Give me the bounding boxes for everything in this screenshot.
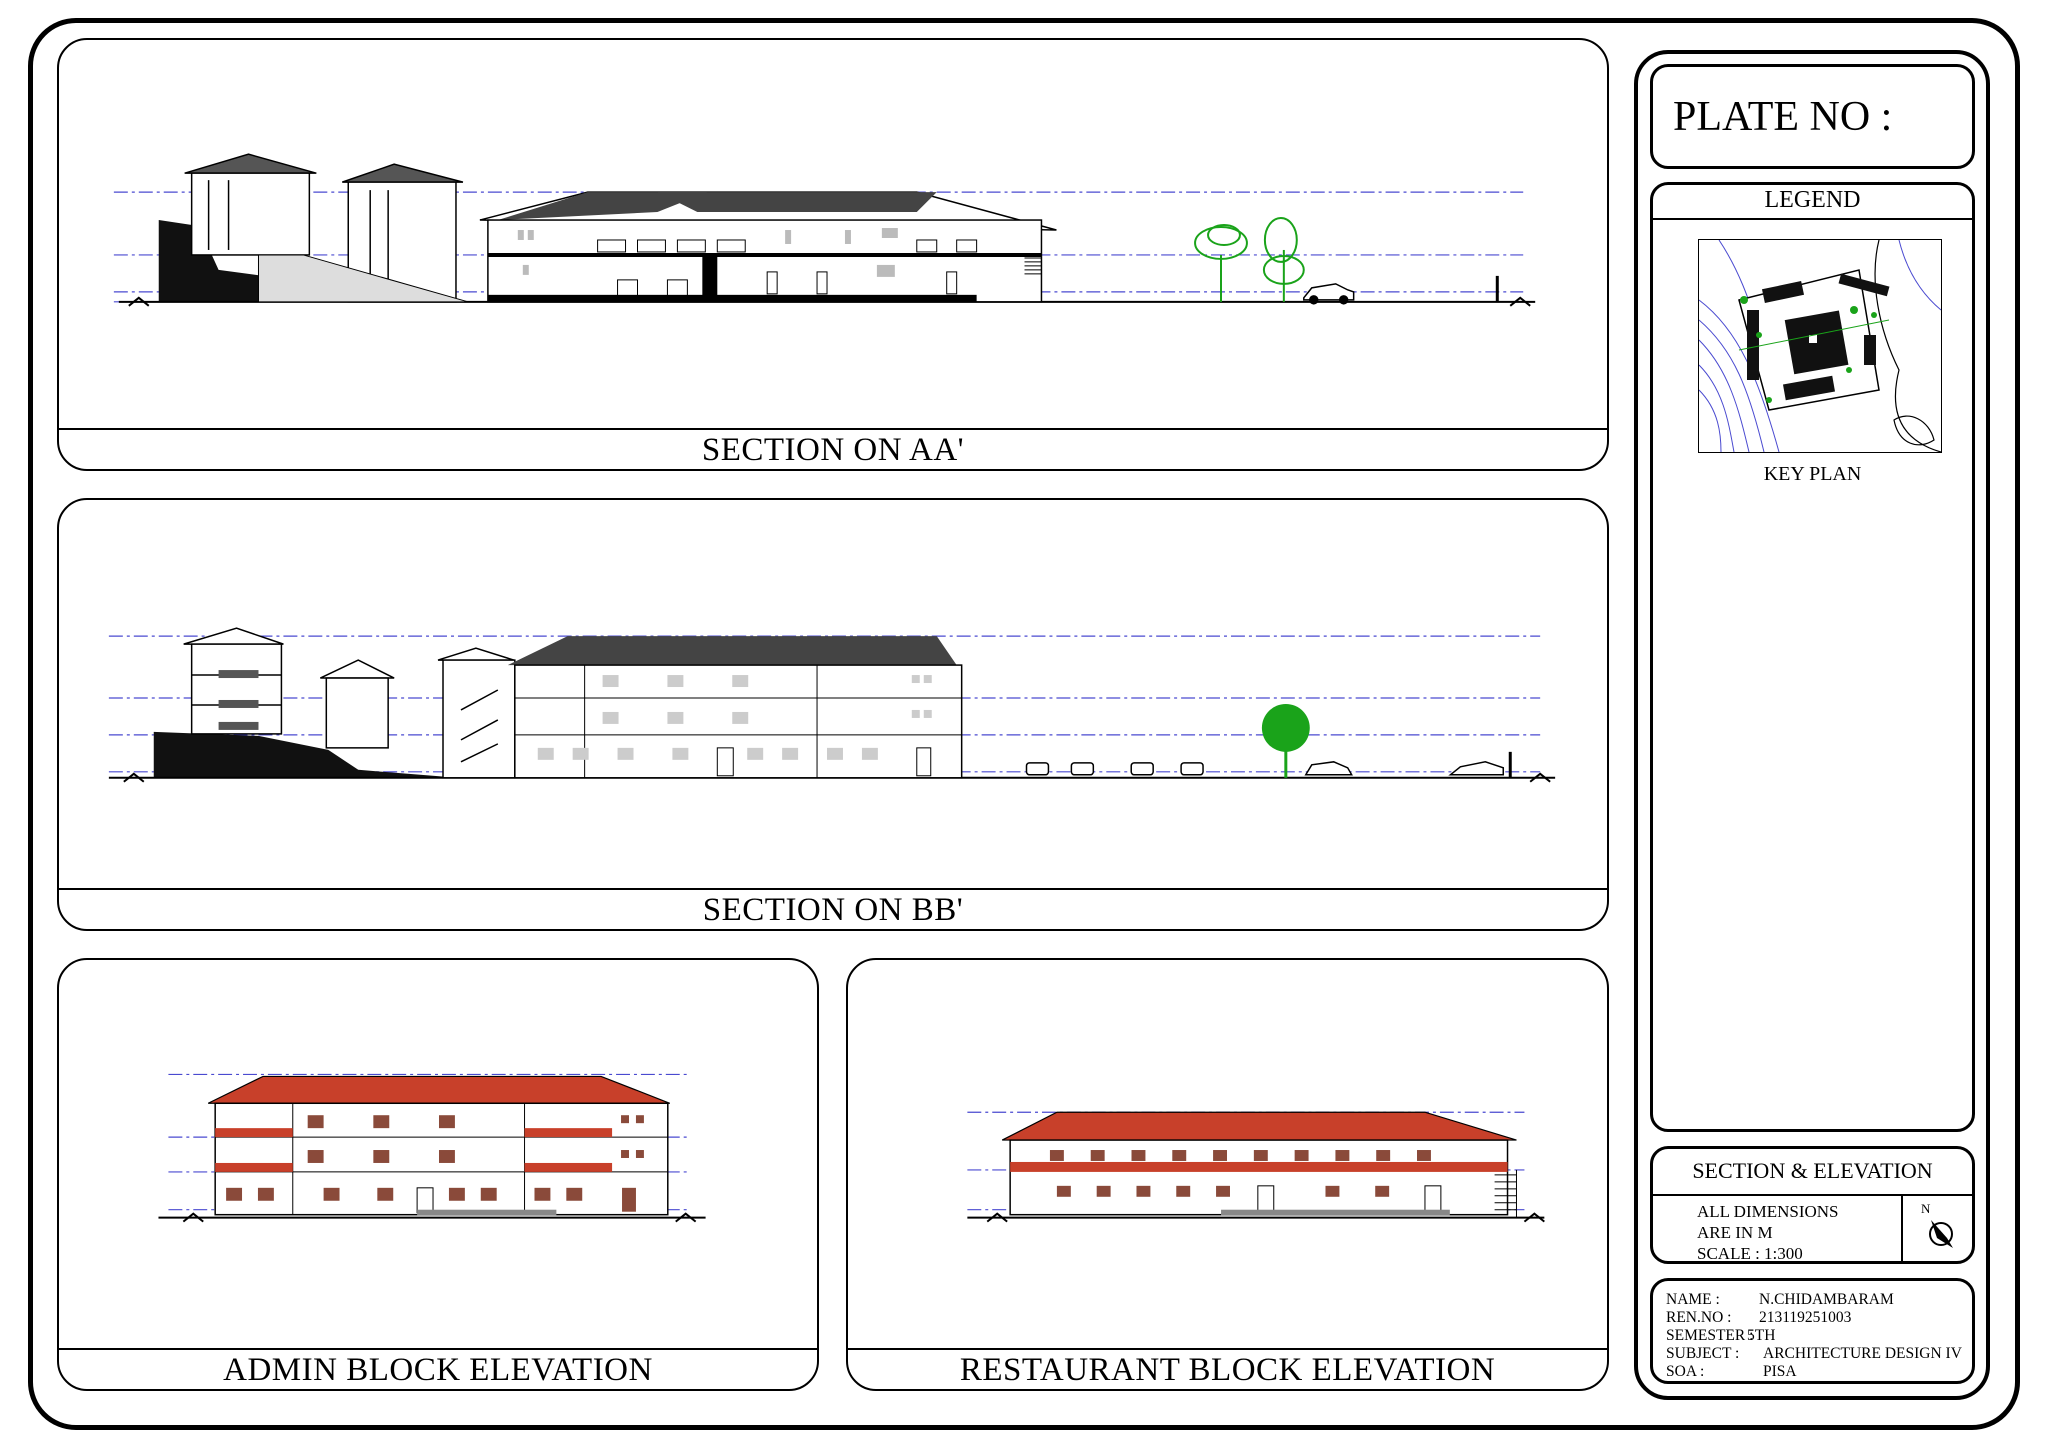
soa-label: SOA : [1666,1363,1705,1380]
section-aa-caption-divider [59,428,1607,430]
sheet-border [28,18,2020,1430]
subject-value: ARCHITECTURE DESIGN IV [1763,1345,1962,1362]
admin-elevation-drawing [158,1073,706,1223]
section-bb-title: SECTION ON BB' [702,892,964,928]
plate-number-box: PLATE NO : [1650,64,1975,169]
section-bb-panel: SECTION ON BB' [57,498,1609,931]
notes-scale: SCALE : 1:300 [1697,1244,1803,1263]
plate-number-label: PLATE NO : [1673,94,1893,140]
title-block [1634,50,1990,1400]
name-label: NAME : [1666,1291,1720,1308]
info-labels: NAME : REN.NO : SEMESTER : SUBJECT : SOA… [1666,1291,1753,1381]
soa-value: PISA [1763,1363,1797,1380]
student-info-box: NAME : REN.NO : SEMESTER : SUBJECT : SOA… [1650,1278,1975,1384]
notes-dimensions: ALL DIMENSIONS [1697,1202,1839,1221]
restaurant-elevation-panel: RESTAURANT BLOCK ELEVATION [846,958,1609,1391]
semester-value: 5TH [1747,1327,1776,1344]
admin-elevation-panel: ADMIN BLOCK ELEVATION [57,958,819,1391]
subject-label: SUBJECT : [1666,1345,1740,1362]
info-values: N.CHIDAMBARAM 213119251003 5TH ARCHITECT… [1747,1291,1962,1381]
drawing-title: SECTION & ELEVATION [1692,1158,1933,1183]
reg-label: REN.NO : [1666,1309,1732,1326]
key-plan-label: KEY PLAN [1763,463,1862,485]
legend-title: LEGEND [1764,187,1861,213]
drawing-title-divider [1653,1194,1972,1196]
notes-block: ALL DIMENSIONS ARE IN M SCALE : 1:300 [1697,1201,1839,1264]
legend-box: LEGEND KEY PLAN [1650,182,1975,1132]
drawing-title-box: SECTION & ELEVATION ALL DIMENSIONS ARE I… [1650,1146,1975,1264]
section-aa-title: SECTION ON AA' [701,432,965,468]
restaurant-caption-divider [848,1348,1607,1350]
notes-units: ARE IN M [1697,1223,1773,1242]
north-divider [1901,1194,1903,1261]
north-label: N [1921,1201,1931,1216]
section-aa-panel: SECTION ON AA' [57,38,1609,471]
name-value: N.CHIDAMBARAM [1759,1291,1894,1308]
admin-caption-divider [59,1348,817,1350]
admin-elevation-title: ADMIN BLOCK ELEVATION [223,1352,653,1388]
legend-divider [1653,218,1972,220]
reg-value: 213119251003 [1759,1309,1852,1326]
section-aa-drawing [113,153,1536,307]
restaurant-elevation-title: RESTAURANT BLOCK ELEVATION [959,1352,1496,1388]
semester-label: SEMESTER : [1666,1327,1754,1344]
section-bb-caption-divider [59,888,1607,890]
north-arrow-icon [1929,1220,1953,1248]
key-plan-map [1698,239,1942,453]
restaurant-elevation-drawing [967,1111,1545,1223]
section-bb-drawing [108,627,1556,783]
